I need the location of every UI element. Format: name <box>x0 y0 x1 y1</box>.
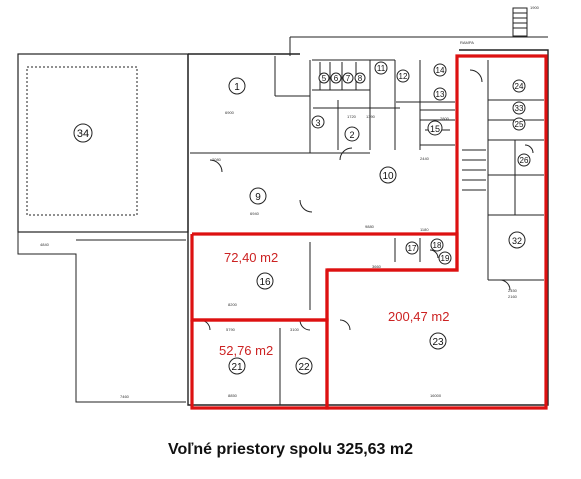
svg-text:8: 8 <box>358 74 363 83</box>
area-label-21-22: 52,76 m2 <box>219 343 274 358</box>
svg-text:9: 9 <box>255 192 261 203</box>
svg-text:14: 14 <box>436 66 445 75</box>
svg-text:2160: 2160 <box>508 294 518 299</box>
room-5: 5 <box>318 72 330 84</box>
svg-text:7460: 7460 <box>120 394 130 399</box>
svg-text:5: 5 <box>322 74 327 83</box>
room-3: 3 <box>311 115 325 129</box>
svg-text:4840: 4840 <box>40 242 50 247</box>
room-26: 26 <box>517 153 531 167</box>
svg-text:5790: 5790 <box>226 327 236 332</box>
svg-text:2080: 2080 <box>212 157 222 162</box>
svg-text:1720: 1720 <box>347 114 357 119</box>
svg-text:25: 25 <box>515 120 524 129</box>
area-label-23: 200,47 m2 <box>388 309 450 324</box>
room-24: 24 <box>512 79 526 93</box>
svg-text:3: 3 <box>315 118 320 128</box>
svg-text:23: 23 <box>432 337 444 348</box>
svg-text:21: 21 <box>231 362 243 373</box>
room-23: 23 <box>429 332 447 350</box>
room-22: 22 <box>295 357 313 375</box>
svg-text:19: 19 <box>441 254 450 263</box>
room-34: 34 <box>73 123 93 143</box>
room-18: 18 <box>430 238 444 252</box>
svg-text:2440: 2440 <box>420 156 430 161</box>
svg-text:1900: 1900 <box>530 5 540 10</box>
svg-text:6940: 6940 <box>250 211 260 216</box>
room-33: 33 <box>512 101 526 115</box>
room-6: 6 <box>330 72 342 84</box>
svg-text:33: 33 <box>515 104 524 113</box>
svg-text:2450: 2450 <box>508 288 518 293</box>
svg-text:18: 18 <box>433 241 442 250</box>
area-21-22-outline <box>190 318 329 410</box>
svg-text:11: 11 <box>377 64 386 73</box>
svg-text:8850: 8850 <box>228 393 238 398</box>
room-15: 15 <box>427 120 443 136</box>
svg-text:9880: 9880 <box>365 224 375 229</box>
svg-text:1180: 1180 <box>420 227 429 232</box>
svg-text:RAMPA: RAMPA <box>460 40 474 45</box>
svg-text:10: 10 <box>382 171 394 182</box>
svg-text:17: 17 <box>408 244 417 253</box>
room-13: 13 <box>433 87 447 101</box>
svg-text:3660: 3660 <box>372 264 382 269</box>
svg-text:22: 22 <box>298 362 310 373</box>
svg-text:34: 34 <box>77 128 89 140</box>
svg-text:7: 7 <box>346 74 351 83</box>
area-label-16: 72,40 m2 <box>224 250 279 265</box>
room-14: 14 <box>433 63 447 77</box>
total-area-caption: Voľné priestory spolu 325,63 m2 <box>167 441 414 458</box>
room-7: 7 <box>342 72 354 84</box>
room-19: 19 <box>438 251 452 265</box>
room-21: 21 <box>228 357 246 375</box>
room-12: 12 <box>396 69 410 83</box>
outdoor-area-outline <box>17 53 189 233</box>
svg-text:12: 12 <box>399 72 408 81</box>
svg-text:2: 2 <box>349 130 354 140</box>
svg-text:16: 16 <box>259 277 271 288</box>
svg-text:1: 1 <box>234 82 240 93</box>
svg-text:1390: 1390 <box>366 114 376 119</box>
svg-text:32: 32 <box>512 236 522 246</box>
dimension-marks: 1900 RAMPA 4840 7460 6900 2080 6940 9880… <box>40 5 540 399</box>
outdoor-area-hatch <box>26 66 138 216</box>
room-17: 17 <box>405 241 419 255</box>
svg-text:6900: 6900 <box>225 110 235 115</box>
room-labels: 1 2 3 5 6 7 8 9 <box>73 61 531 375</box>
highlighted-areas <box>190 54 548 410</box>
room-16: 16 <box>256 272 274 290</box>
svg-text:6: 6 <box>334 74 339 83</box>
svg-text:8200: 8200 <box>228 302 238 307</box>
svg-text:13: 13 <box>436 90 445 99</box>
plan-lines <box>17 7 549 406</box>
room-2: 2 <box>344 126 360 142</box>
room-11: 11 <box>374 61 388 75</box>
room-25: 25 <box>512 117 526 131</box>
svg-text:24: 24 <box>515 82 524 91</box>
svg-text:16000: 16000 <box>430 393 442 398</box>
svg-text:2800: 2800 <box>440 116 450 121</box>
room-1: 1 <box>228 77 246 95</box>
room-8: 8 <box>354 72 366 84</box>
room-9: 9 <box>249 187 267 205</box>
svg-text:15: 15 <box>430 124 440 134</box>
svg-text:26: 26 <box>520 156 529 165</box>
room-32: 32 <box>508 231 526 249</box>
room-10: 10 <box>379 166 397 184</box>
svg-text:3100: 3100 <box>290 327 300 332</box>
